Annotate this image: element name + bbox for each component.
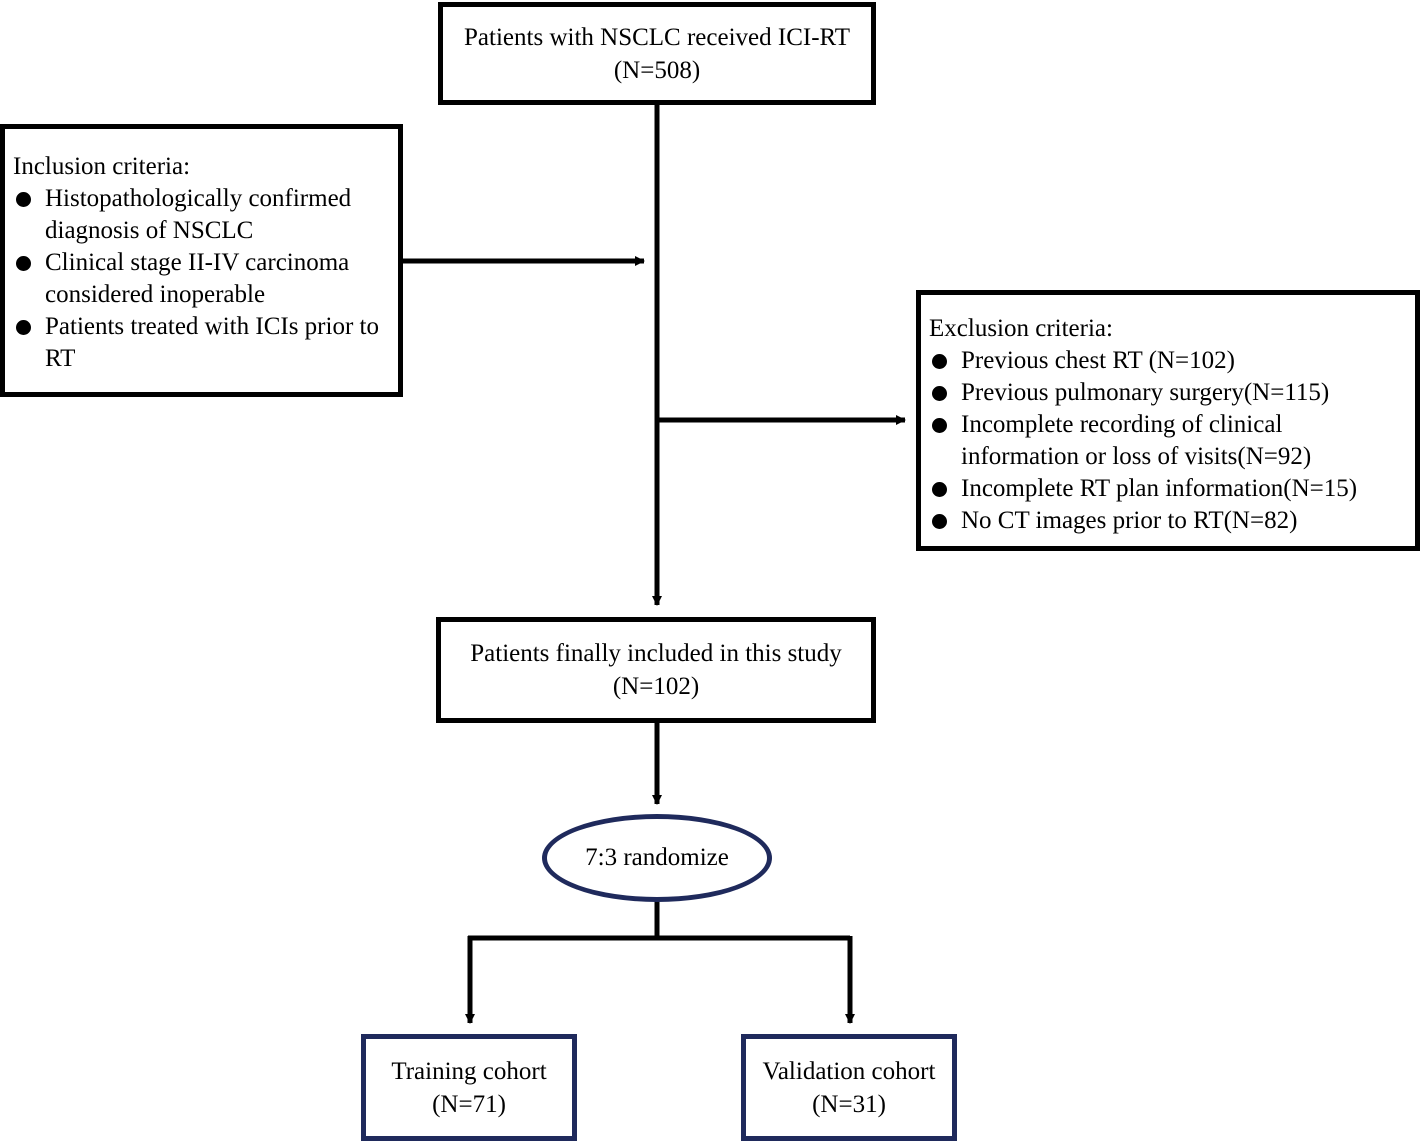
included-patients-count: (N=102) <box>612 673 700 700</box>
inclusion-criterion: Clinical stage II-IV carcinoma considere… <box>13 247 384 311</box>
exclusion-criterion: Previous pulmonary surgery(N=115) <box>929 377 1399 409</box>
exclusion-criteria-box: Exclusion criteria: Previous chest RT (N… <box>916 290 1420 551</box>
inclusion-criterion: Patients treated with ICIs prior to RT <box>13 311 384 375</box>
start-box: Patients with NSCLC received ICI-RT (N=5… <box>438 2 876 105</box>
inclusion-criteria-heading: Inclusion criteria: <box>13 153 191 180</box>
exclusion-criteria-heading: Exclusion criteria: <box>929 315 1113 342</box>
inclusion-criteria-box: Inclusion criteria: Histopathologically … <box>0 124 403 397</box>
validation-cohort-count: (N=31) <box>812 1090 886 1118</box>
inclusion-criteria-list: Histopathologically confirmed diagnosis … <box>13 183 384 375</box>
validation-cohort-title: Validation cohort <box>762 1057 936 1085</box>
start-box-count: (N=508) <box>613 56 701 84</box>
training-cohort-title: Training cohort <box>391 1057 547 1085</box>
included-patients-box: Patients finally included in this study … <box>436 617 876 723</box>
training-cohort-count: (N=71) <box>432 1090 506 1118</box>
exclusion-criterion: No CT images prior to RT(N=82) <box>929 505 1399 537</box>
exclusion-criteria-list: Previous chest RT (N=102) Previous pulmo… <box>929 345 1399 537</box>
exclusion-criterion: Previous chest RT (N=102) <box>929 345 1399 377</box>
validation-cohort-box: Validation cohort (N=31) <box>741 1034 957 1141</box>
training-cohort-box: Training cohort (N=71) <box>361 1034 577 1141</box>
start-box-title: Patients with NSCLC received ICI-RT <box>464 23 850 51</box>
randomize-ellipse: 7:3 randomize <box>542 814 772 902</box>
exclusion-criterion: Incomplete recording of clinical informa… <box>929 409 1399 473</box>
inclusion-criterion: Histopathologically confirmed diagnosis … <box>13 183 384 247</box>
exclusion-criterion: Incomplete RT plan information(N=15) <box>929 473 1399 505</box>
randomize-label: 7:3 randomize <box>585 844 729 871</box>
included-patients-title: Patients finally included in this study <box>470 640 842 667</box>
